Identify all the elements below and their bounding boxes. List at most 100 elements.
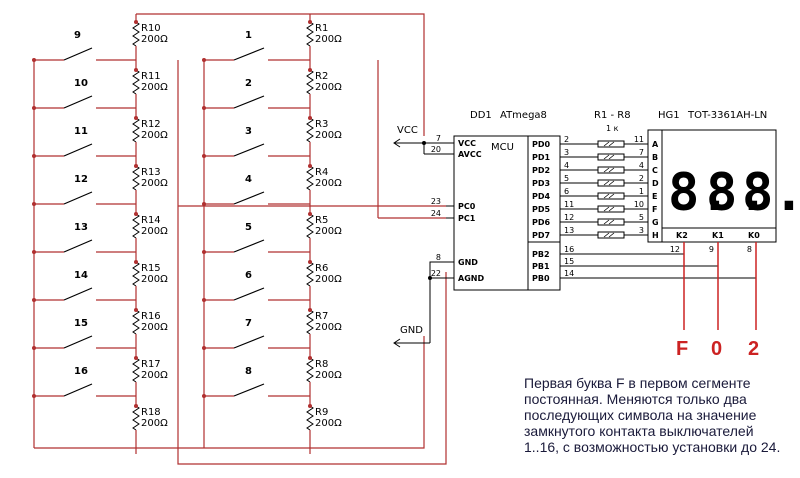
vcc-symbol: VCC	[393, 125, 446, 155]
switch-label: 16	[74, 366, 88, 377]
resistor-value: 200Ω	[141, 370, 168, 381]
common-label: K1	[712, 231, 724, 240]
array-pin: 3	[639, 226, 644, 235]
junction	[32, 58, 36, 62]
switch-contact	[63, 335, 93, 349]
mcu-block: DD1 ATmega8 MCU	[453, 110, 561, 291]
junction	[32, 346, 36, 350]
resistor-value: 200Ω	[315, 130, 342, 141]
displayed-char: 0	[711, 338, 722, 360]
display-digit: 8.	[742, 163, 800, 223]
pin-name: PD7	[532, 231, 550, 240]
array-pin: 4	[639, 161, 644, 170]
pin-name: PD6	[532, 218, 551, 227]
mcu-right-pins: PD02PD13PD24PD35PD46PD511PD612PD713PB216…	[532, 135, 598, 283]
resistor-ref: R5	[315, 215, 328, 226]
common-label: K0	[748, 231, 760, 240]
resistor	[132, 117, 140, 143]
resistor	[306, 213, 314, 239]
resistor-ref: R15	[141, 263, 161, 274]
switch-contact	[233, 47, 265, 61]
pin-name: PC0	[458, 202, 476, 211]
switch-label: 3	[245, 126, 252, 137]
resistor-mark	[603, 167, 610, 173]
pin-number: 24	[431, 209, 441, 218]
display-block: HG1 TOT-3361AH-LN	[647, 110, 777, 243]
junction	[134, 308, 138, 312]
pin-number: 15	[564, 257, 574, 266]
switch-contact	[233, 383, 265, 397]
switch-label: 8	[245, 366, 252, 377]
resistor-mark	[608, 180, 615, 186]
resistor-mark	[603, 180, 610, 186]
common-pin: 12	[670, 245, 680, 254]
display-ref: HG1	[658, 110, 680, 121]
resistor-value: 200Ω	[315, 178, 342, 189]
mcu-block-label: MCU	[491, 142, 514, 153]
segment-label: A	[652, 140, 659, 149]
pin-number: 16	[564, 245, 574, 254]
resistor-mark	[603, 232, 610, 238]
junction	[202, 106, 206, 110]
pin-number: 4	[564, 161, 569, 170]
resistor-mark	[608, 154, 615, 160]
resistor-value: 200Ω	[141, 178, 168, 189]
right-switch-ladder: R1200ΩR2200ΩR3200ΩR4200ΩR5200ΩR6200ΩR720…	[202, 20, 342, 454]
pin-name: AGND	[458, 274, 484, 283]
junction	[308, 356, 312, 360]
resistor-value: 200Ω	[141, 322, 168, 333]
switch-label: 9	[74, 30, 81, 41]
switch-label: 7	[245, 318, 252, 329]
junction	[134, 20, 138, 24]
note-line: Первая буква F в первом сегменте	[524, 375, 751, 391]
junction	[134, 212, 138, 216]
resistor-ref: R2	[315, 71, 328, 82]
junction	[202, 394, 206, 398]
resistor-ref: R16	[141, 311, 161, 322]
switch-label: 2	[245, 78, 252, 89]
pin-name: AVCC	[458, 150, 482, 159]
resistor-value: 200Ω	[315, 322, 342, 333]
gnd-label: GND	[400, 325, 423, 336]
digit-pointers	[683, 242, 757, 330]
junction	[202, 298, 206, 302]
display-digit: 8.	[706, 163, 769, 223]
junction	[32, 106, 36, 110]
pin-name: PD3	[532, 179, 550, 188]
resistor-ref: R18	[141, 407, 161, 418]
junction	[202, 346, 206, 350]
switch-label: 5	[245, 222, 252, 233]
switch-contact	[63, 239, 93, 253]
resistor	[306, 21, 314, 47]
switch-contact	[233, 143, 265, 157]
resistor-value: 200Ω	[141, 274, 168, 285]
junction	[202, 250, 206, 254]
resistor-value: 200Ω	[315, 370, 342, 381]
resistor	[132, 21, 140, 47]
switch-contact	[233, 335, 265, 349]
junction	[308, 20, 312, 24]
junction	[308, 404, 312, 408]
pin-name: PD2	[532, 166, 550, 175]
segment-label: D	[652, 179, 659, 188]
segment-label: B	[652, 153, 658, 162]
resistor	[306, 165, 314, 191]
resistor	[306, 117, 314, 143]
switch-contact	[233, 239, 265, 253]
junction	[134, 356, 138, 360]
switch-contact	[63, 287, 93, 301]
pin-number: 11	[564, 200, 574, 209]
gnd-symbol: GND	[393, 261, 446, 348]
resistor-value: 200Ω	[315, 34, 342, 45]
array-pin: 5	[639, 213, 644, 222]
pin-number: 2	[564, 135, 569, 144]
switch-contact	[233, 191, 265, 205]
resistor-ref: R3	[315, 119, 328, 130]
junction	[134, 260, 138, 264]
displayed-char: 2	[748, 338, 759, 360]
resistor-mark	[603, 193, 610, 199]
res-array-ref: R1 - R8	[594, 110, 631, 121]
resistor-value: 200Ω	[315, 226, 342, 237]
